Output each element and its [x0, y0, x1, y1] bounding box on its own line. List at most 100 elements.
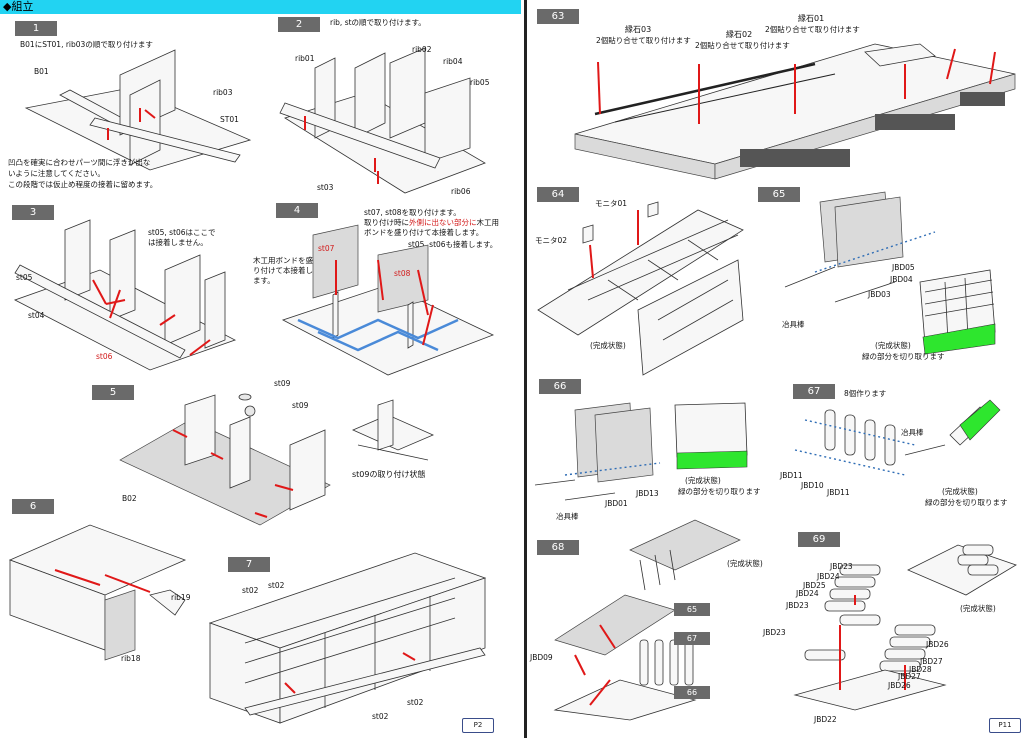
label-st02-d: st02 [407, 698, 424, 707]
step65-illustration [784, 191, 996, 355]
step68-illustration [553, 519, 741, 721]
label-enseki03: 縁石03 [625, 25, 652, 34]
label-rib04: rib04 [443, 57, 463, 66]
label-jbd23-a: JBD23 [830, 562, 853, 571]
label-monitor01: モニタ01 [595, 199, 628, 208]
step-badge-4: 4 [276, 203, 318, 218]
step-badge-3: 3 [12, 205, 54, 220]
label-monitor02: モニタ02 [535, 236, 568, 245]
label-jbd10: JBD10 [801, 481, 824, 490]
label-enseki02-note: 2個貼り合せて取り付けます [695, 41, 790, 50]
step4-bond-note-3: ます。 [253, 276, 275, 285]
step4-note-1: st07, st08を取り付けます。 [364, 208, 461, 217]
step-badge-63: 63 [537, 9, 579, 24]
label-jig-66: 冶具棒 [556, 512, 579, 521]
step4-bond-note-1: 木工用ボンドを盛 [253, 256, 313, 265]
step7-illustration [208, 552, 487, 724]
step-badge-7: 7 [228, 557, 270, 572]
step66-complete: (完成状態) [685, 476, 721, 485]
step69-illustration [793, 564, 947, 711]
label-st08: st08 [394, 269, 411, 278]
label-jbd24-b: JBD24 [796, 589, 819, 598]
step69-complete: (完成状態) [960, 604, 996, 613]
step4-note-2b: 木工用 [476, 218, 500, 227]
step-badge-1: 1 [15, 21, 57, 36]
label-jbd09: JBD09 [530, 653, 553, 662]
label-enseki01: 縁石01 [798, 14, 825, 23]
label-enseki02: 縁石02 [726, 30, 753, 39]
step1-warning-2: いように注意してください。 [8, 169, 105, 178]
st09-detail-caption: st09の取り付け状態 [352, 470, 426, 479]
page-number-left: P2 [462, 718, 494, 733]
step4-note-2-red: 外側に出ない部分に [409, 218, 477, 227]
label-st02-c: st02 [372, 712, 389, 721]
label-jbd11-b: JBD11 [827, 488, 850, 497]
step-badge-2: 2 [278, 17, 320, 32]
label-jbd11-a: JBD11 [780, 471, 803, 480]
step3-note-1: st05, st06はここで [148, 228, 216, 237]
step2-illustration [279, 47, 486, 194]
label-rib06: rib06 [451, 187, 471, 196]
label-rib02: rib02 [412, 45, 432, 54]
label-jbd13: JBD13 [636, 489, 659, 498]
ref-badge-65: 65 [674, 603, 710, 616]
label-jbd27-b: JBD27 [898, 672, 921, 681]
step3-note-2: は接着しません。 [148, 238, 208, 247]
label-jbd04: JBD04 [890, 275, 913, 284]
step4-note-2: 取り付け時に外側に出ない部分に木工用 [364, 218, 499, 228]
label-jbd25: JBD25 [803, 581, 826, 590]
section-title: ◆組立 [3, 0, 34, 13]
step67-complete: (完成状態) [942, 487, 978, 496]
step1-warning-3: この段階では仮止め程度の接着に留めます。 [8, 180, 158, 189]
step4-note-3: ボンドを盛り付けて本接着します。 [364, 228, 484, 237]
label-st02-b: st02 [268, 581, 285, 590]
step1-note: B01にST01, rib03の順で取り付けます [20, 40, 153, 49]
label-jbd05: JBD05 [892, 263, 915, 272]
label-jbd22: JBD22 [814, 715, 837, 724]
label-st01: ST01 [220, 115, 239, 124]
step-badge-69: 69 [798, 532, 840, 547]
step66-illustration [534, 402, 748, 501]
step67-note: 8個作ります [844, 389, 887, 398]
step4-note-2a: 取り付け時に [364, 218, 409, 227]
label-jig-65: 冶具棒 [782, 320, 805, 329]
step1-warning-1: 凹凸を確実に合わせパーツ間に浮きが出な [8, 158, 151, 167]
label-b01: B01 [34, 67, 49, 76]
ref-badge-66: 66 [674, 686, 710, 699]
label-st09: st09 [292, 401, 309, 410]
step63-illustration [574, 43, 1016, 180]
step4-illustration [281, 224, 495, 376]
page-divider [524, 0, 527, 738]
label-jbd23-b: JBD23 [786, 601, 809, 610]
step-badge-6: 6 [12, 499, 54, 514]
label-st04: st04 [28, 311, 45, 320]
label-jbd26-b: JBD26 [888, 681, 911, 690]
label-jbd28: JBD28 [909, 665, 932, 674]
step5-illustration [119, 393, 331, 526]
step69-complete-illustration [907, 544, 1017, 596]
label-st03: st03 [317, 183, 334, 192]
label-b02: B02 [122, 494, 137, 503]
label-jbd23-c: JBD23 [763, 628, 786, 637]
step65-complete: (完成状態) [875, 341, 911, 350]
step65-cut-note: 緑の部分を切り取ります [862, 352, 945, 361]
step2-note: rib, stの順で取り付けます。 [330, 18, 426, 27]
label-jbd01: JBD01 [605, 499, 628, 508]
label-jbd03: JBD03 [868, 290, 891, 299]
label-rib18: rib18 [121, 654, 141, 663]
right-page: 63 縁石03 2個貼り合せて取り付けます 縁石02 2個貼り合せて取り付けます… [530, 0, 1024, 738]
step-badge-65: 65 [758, 187, 800, 202]
ref-badge-67: 67 [674, 632, 710, 645]
step-badge-66: 66 [539, 379, 581, 394]
step-badge-5: 5 [92, 385, 134, 400]
label-enseki01-note: 2個貼り合せて取り付けます [765, 25, 860, 34]
step6-illustration [8, 524, 187, 661]
label-enseki03-note: 2個貼り合せて取り付けます [596, 36, 691, 45]
label-st02-a: st02 [242, 586, 259, 595]
step1-illustration [24, 49, 252, 171]
step4-note-4: st05, st06も接着します。 [408, 240, 498, 249]
step67-illustration [794, 399, 1001, 476]
label-st07: st07 [318, 244, 335, 253]
step-badge-68: 68 [537, 540, 579, 555]
step64-illustration [537, 201, 744, 376]
